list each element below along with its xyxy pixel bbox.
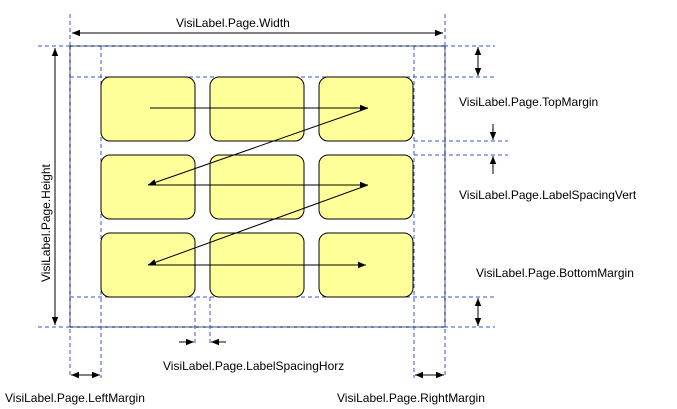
- flow-arrow-4: [147, 184, 369, 266]
- label-spacing-horz-label: VisiLabel.Page.LabelSpacingHorz: [163, 359, 345, 373]
- label-spacing-vert-label: VisiLabel.Page.LabelSpacingVert: [459, 188, 637, 202]
- page-width-label: VisiLabel.Page.Width: [176, 16, 290, 30]
- label-cell-r1-c1: [100, 76, 196, 142]
- flow-arrow-2: [147, 107, 369, 186]
- dimension-arrows: [51, 29, 497, 379]
- left-margin-label: VisiLabel.Page.LeftMargin: [5, 391, 145, 405]
- top-margin-label: VisiLabel.Page.TopMargin: [459, 95, 599, 109]
- flow-arrows: [147, 104, 369, 269]
- right-margin-label: VisiLabel.Page.RightMargin: [337, 391, 485, 405]
- label-cell-r2-c2: [209, 154, 305, 220]
- label-grid: [100, 76, 414, 298]
- page-height-label: VisiLabel.Page.Height: [39, 164, 53, 282]
- label-cell-r2-c1: [100, 154, 196, 220]
- bottom-margin-label: VisiLabel.Page.BottomMargin: [476, 266, 634, 280]
- label-cell-r2-c3: [318, 154, 414, 220]
- label-cell-r1-c2: [209, 76, 305, 142]
